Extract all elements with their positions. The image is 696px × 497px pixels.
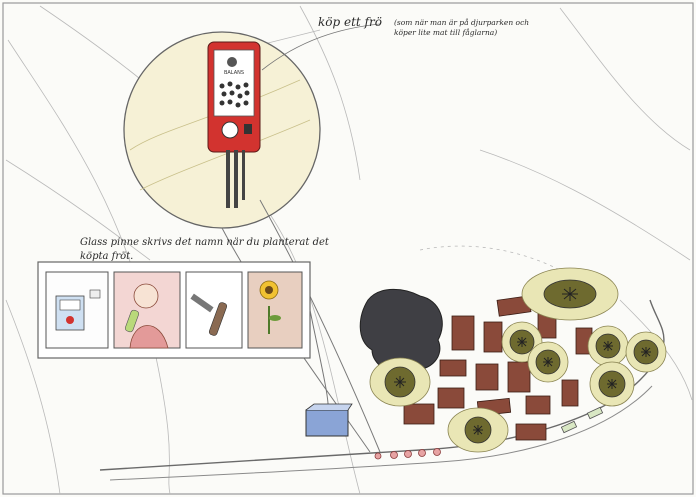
- note-buy-seeds: köp ett frö: [318, 16, 382, 30]
- machine-logo: BALANS: [224, 70, 244, 76]
- tree: [448, 408, 508, 452]
- tree: [626, 332, 666, 372]
- panel-pencil: [186, 272, 242, 348]
- note-buy-seeds-detail: (som när man är på djurparken och köper …: [394, 18, 534, 38]
- blue-box: [306, 404, 352, 436]
- tree: [522, 268, 618, 320]
- panel-sunflower: [248, 272, 302, 348]
- panel-seed-machine: [46, 272, 108, 348]
- tree: [588, 326, 628, 366]
- panel-child: [114, 272, 180, 348]
- tree: [590, 362, 634, 406]
- tree: [528, 342, 568, 382]
- tree: [370, 358, 430, 406]
- note-plant-steps: Glass pinne skrivs det namn när du plant…: [80, 236, 340, 263]
- benches: [561, 407, 602, 432]
